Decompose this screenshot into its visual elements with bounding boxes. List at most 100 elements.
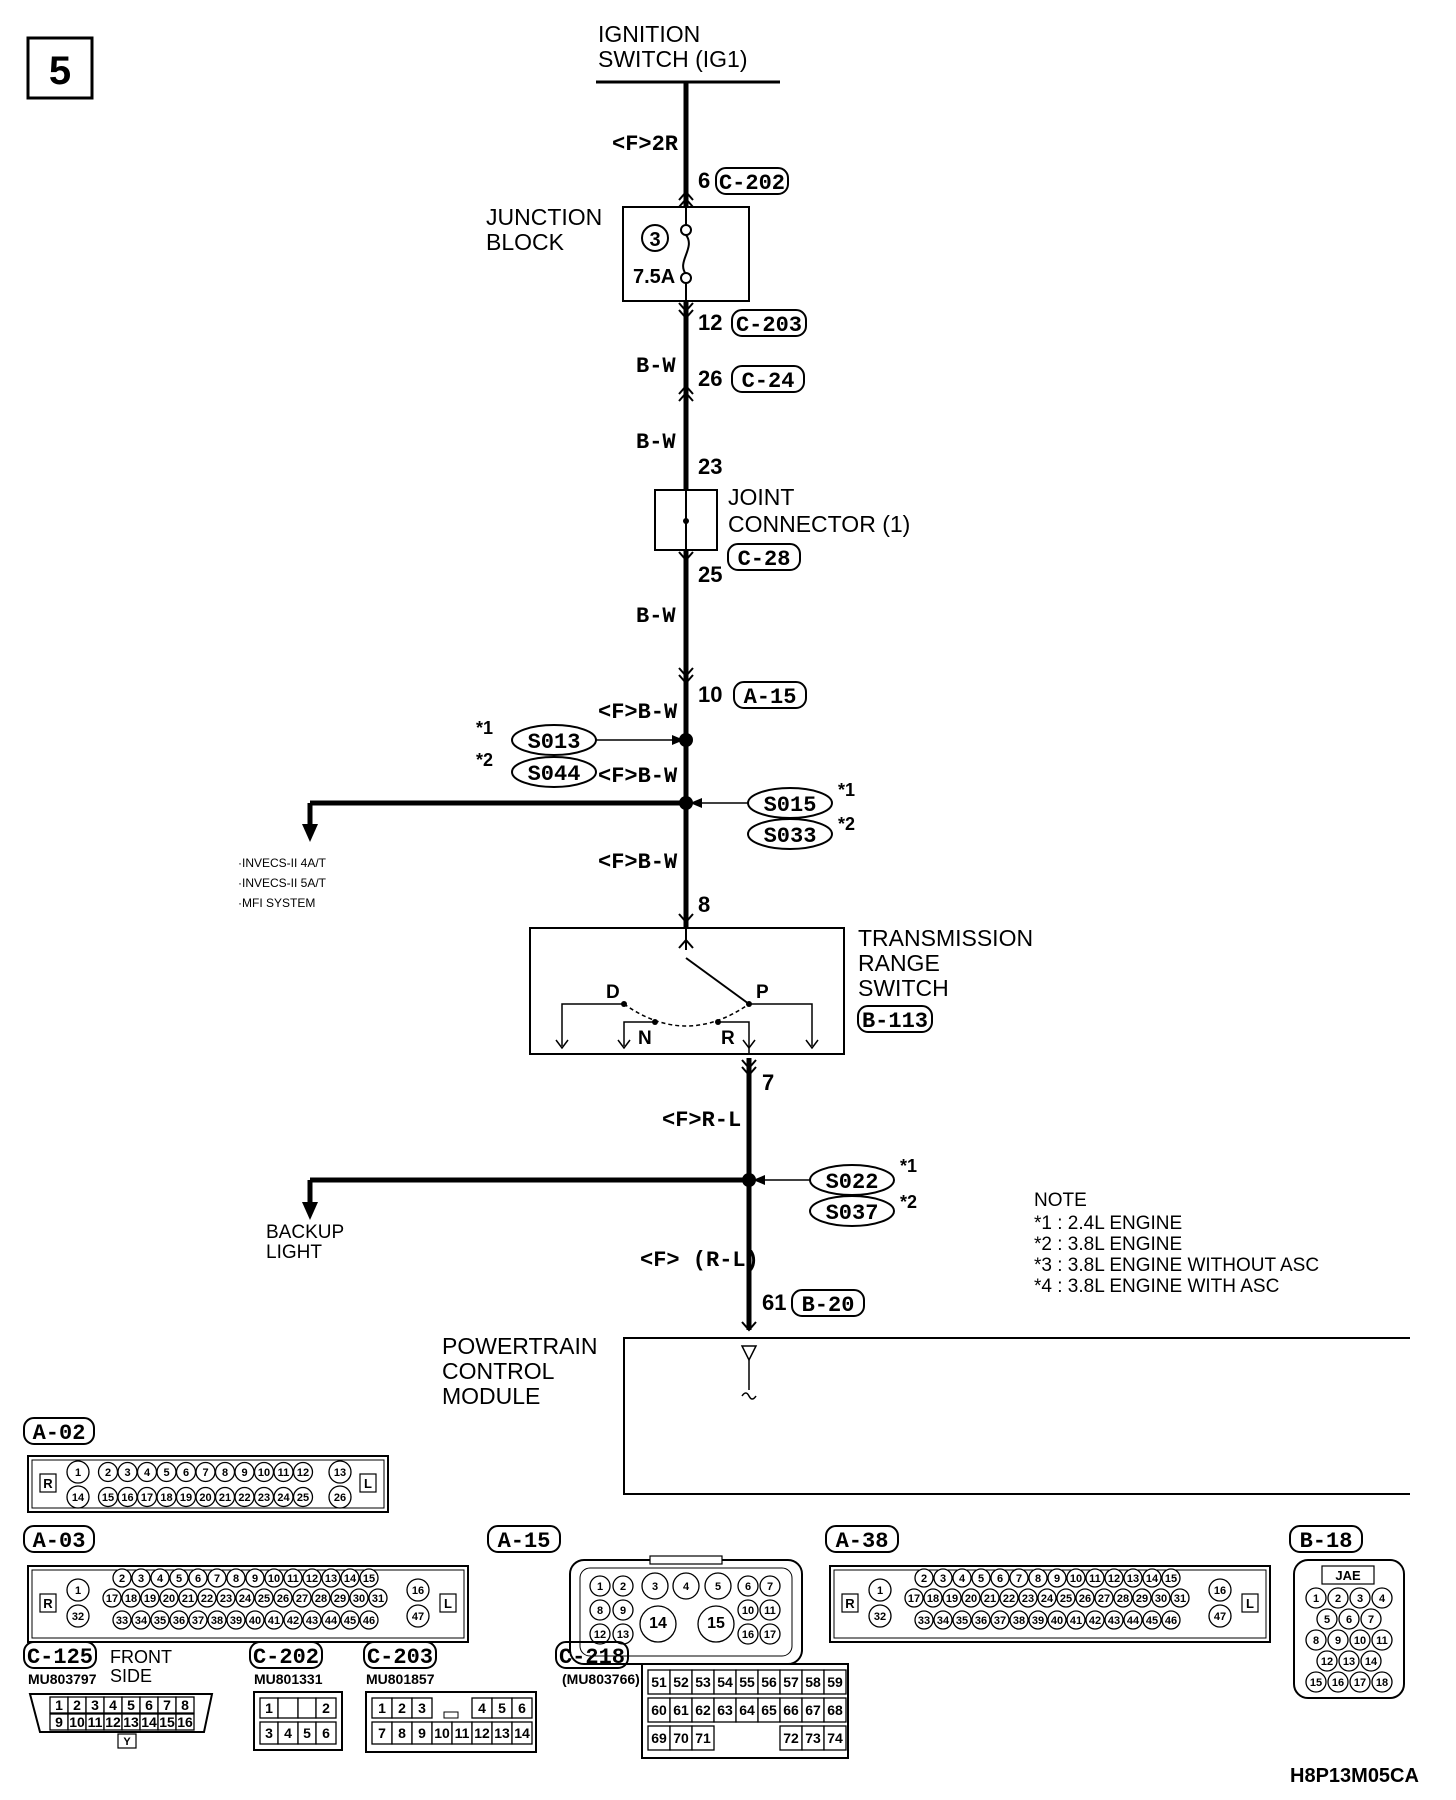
- pin-circle: [612, 1599, 634, 1621]
- pin-circle: [283, 1568, 303, 1588]
- pin-circle: [311, 1588, 331, 1608]
- pin-number: 10: [268, 1573, 280, 1585]
- pin-circle: [112, 1610, 132, 1630]
- pin-circle: [302, 1568, 322, 1588]
- pin-number: 65: [761, 1702, 777, 1718]
- pin-number: 39: [230, 1615, 242, 1627]
- pin-number: 33: [116, 1615, 128, 1627]
- pin-number: 26: [334, 1492, 346, 1504]
- pin-number: 5: [176, 1573, 182, 1585]
- pin-number: 7: [163, 1697, 171, 1713]
- pin-circle: [1066, 1610, 1086, 1630]
- pin-circle: [1305, 1587, 1327, 1609]
- pin-number: 17: [106, 1593, 118, 1605]
- pin-circle: [188, 1610, 208, 1630]
- pin-number: 24: [239, 1593, 252, 1605]
- pin-number: 66: [783, 1702, 799, 1718]
- pin-circle: [904, 1588, 924, 1608]
- pin-number: 3: [418, 1700, 426, 1716]
- pin-number: 28: [1117, 1593, 1129, 1605]
- pin-number: 45: [1146, 1615, 1158, 1627]
- pin-circle: [245, 1568, 265, 1588]
- pin-number: 31: [1174, 1593, 1186, 1605]
- joint-connector-line2: CONNECTOR (1): [728, 511, 910, 537]
- pin-number: 9: [252, 1573, 258, 1585]
- pin-circle: [1142, 1568, 1162, 1588]
- c202-part: MU801331: [254, 1671, 323, 1687]
- page-number: 5: [49, 49, 71, 93]
- pin-number: 11: [1376, 1635, 1388, 1647]
- pin-number: 9: [1335, 1635, 1341, 1647]
- wire-label-fbw-1: <F>B-W: [598, 700, 678, 725]
- wire-label-bw-3: B-W: [636, 604, 676, 629]
- pin-number: 16: [742, 1629, 754, 1641]
- pin-number: 18: [125, 1593, 137, 1605]
- branch2-l2: LIGHT: [266, 1242, 322, 1263]
- pin-number: 14: [514, 1725, 530, 1741]
- note-4: *4 : 3.8L ENGINE WITH ASC: [1034, 1276, 1279, 1297]
- splice-point-3: [742, 1173, 756, 1187]
- pin-number: 8: [233, 1573, 239, 1585]
- pin-circle: [1327, 1671, 1349, 1693]
- pcm-line1: POWERTRAIN: [442, 1333, 597, 1359]
- pin-number: 14: [72, 1492, 85, 1504]
- pin-circle: [759, 1575, 781, 1597]
- pin-number: 13: [1343, 1656, 1355, 1668]
- splice-s022: S022: [826, 1170, 879, 1195]
- note-2: *2 : 3.8L ENGINE: [1034, 1234, 1182, 1255]
- pin-number: 11: [1089, 1573, 1101, 1585]
- pin-number: 6: [745, 1581, 751, 1593]
- pin-cell: [315, 1697, 337, 1719]
- pin-circle: [697, 1605, 735, 1643]
- pin-number: 25: [1060, 1593, 1072, 1605]
- pin-number: 4: [959, 1573, 966, 1585]
- pin-number: 9: [1054, 1573, 1060, 1585]
- view-c218-label: C-218: [559, 1645, 625, 1670]
- pin-number: 39: [1032, 1615, 1044, 1627]
- view-b18-label: B-18: [1300, 1529, 1353, 1554]
- pin-circle: [197, 1588, 217, 1608]
- pin-number: 3: [652, 1581, 658, 1593]
- wire-label-frl: <F>R-L: [662, 1108, 741, 1133]
- c218-part: (MU803766): [562, 1671, 640, 1687]
- fuse-icon: [682, 234, 690, 275]
- pin-number: 25: [297, 1492, 309, 1504]
- pin-26: 26: [698, 366, 722, 391]
- pin-circle: [1104, 1610, 1124, 1630]
- pin-number: 37: [994, 1615, 1006, 1627]
- pin-61: 61: [762, 1290, 786, 1315]
- pin-cell: [315, 1721, 337, 1745]
- trs-pos-n: N: [638, 1028, 652, 1049]
- pin-number: 40: [249, 1615, 261, 1627]
- pin-circle: [1066, 1568, 1086, 1588]
- pin-circle: [359, 1610, 379, 1630]
- branch1-l2: ·INVECS-II 5A/T: [238, 876, 327, 890]
- pin-number: 15: [102, 1492, 114, 1504]
- pin-number: 14: [1365, 1656, 1378, 1668]
- pin-cell: [511, 1697, 533, 1719]
- pin-circle: [406, 1578, 430, 1602]
- pin-number: 8: [181, 1697, 189, 1713]
- pin-circle: [1085, 1568, 1105, 1588]
- source-line1: IGNITION: [598, 21, 700, 47]
- pin-number: 4: [478, 1700, 486, 1716]
- pin-number: 24: [1041, 1593, 1054, 1605]
- pin-circle: [321, 1610, 341, 1630]
- pin-circle: [672, 1572, 700, 1600]
- source-line2: SWITCH (IG1): [598, 46, 748, 72]
- pin-circle: [759, 1599, 781, 1621]
- pin-number: 3: [91, 1697, 99, 1713]
- pin-number: 5: [127, 1697, 135, 1713]
- pcm-box: [623, 1337, 1410, 1495]
- pin-number: 23: [220, 1593, 232, 1605]
- pin-circle: [612, 1575, 634, 1597]
- splice-s013: S013: [528, 730, 581, 755]
- pin-number: 1: [877, 1585, 883, 1597]
- pin-circle: [1360, 1650, 1382, 1672]
- pin-circle: [971, 1568, 991, 1588]
- splice-s037: S037: [826, 1201, 879, 1226]
- pin-cell: [511, 1721, 533, 1745]
